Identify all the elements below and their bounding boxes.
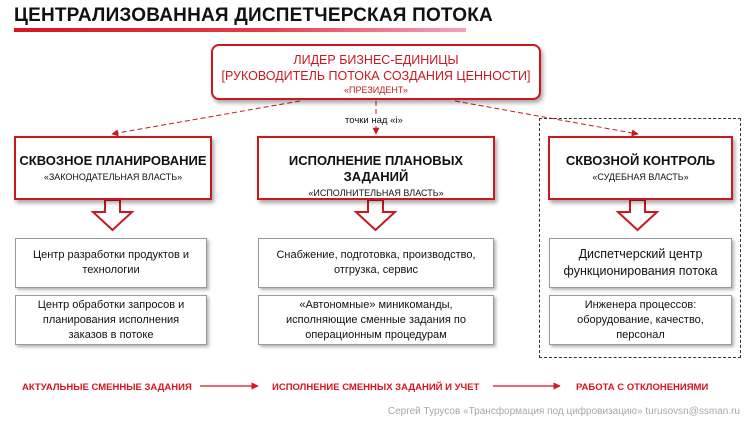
box-text: Инженера процессов: оборудование, качест… (577, 298, 704, 341)
control-box-dispatch: Диспетчерский центр функционирования пот… (549, 238, 732, 288)
page-title: ЦЕНТРАЛИЗОВАННАЯ ДИСПЕТЧЕРСКАЯ ПОТОКА (14, 5, 493, 26)
column-head-control: СКВОЗНОЙ КОНТРОЛЬ «СУДЕБНАЯ ВЛАСТЬ» (548, 136, 733, 200)
connector-left (111, 100, 301, 137)
footer-credit: Сергей Турусов «Трансформация под цифров… (387, 406, 740, 417)
column-heading: СКВОЗНОЙ КОНТРОЛЬ (565, 153, 716, 168)
column-subheading: «ЗАКОНОДАТЕЛЬНАЯ ВЛАСТЬ» (43, 172, 183, 182)
control-box-engineers: Инженера процессов: оборудование, качест… (549, 295, 732, 345)
box-text: Центр разработки продуктов и технологии (32, 249, 190, 276)
box-text: Диспетчерский центр функционирования пот… (563, 247, 718, 278)
column-subheading: «ИСПОЛНИТЕЛЬНАЯ ВЛАСТЬ» (308, 188, 444, 198)
execution-box-teams: «Автономные» миникоманды, исполняющие см… (258, 295, 494, 345)
connector-right (454, 100, 639, 137)
leader-box: ЛИДЕР БИЗНЕС-ЕДИНИЦЫ [РУКОВОДИТЕЛЬ ПОТОК… (211, 44, 541, 100)
planning-box-products: Центр разработки продуктов и технологии (15, 238, 207, 288)
connector-label: точки над «i» (343, 115, 405, 126)
flow-step-tasks: АКТУАЛЬНЫЕ СМЕННЫЕ ЗАДАНИЯ (22, 382, 192, 393)
execution-box-supply: Снабжение, подготовка, производство, отг… (258, 238, 494, 288)
title-underline (14, 28, 466, 32)
column-heading: ИСПОЛНЕНИЕ ПЛАНОВЫХ ЗАДАНИЙ (288, 153, 464, 184)
box-text: «Автономные» миникоманды, исполняющие см… (286, 298, 466, 341)
leader-nickname: «ПРЕЗИДЕНТ» (344, 85, 408, 95)
leader-role: [РУКОВОДИТЕЛЬ ПОТОКА СОЗДАНИЯ ЦЕННОСТИ] (221, 69, 531, 83)
column-subheading: «СУДЕБНАЯ ВЛАСТЬ» (592, 172, 689, 182)
flow-step-execution: ИСПОЛНЕНИЕ СМЕННЫХ ЗАДАНИЙ И УЧЕТ (272, 382, 480, 393)
column-head-execution: ИСПОЛНЕНИЕ ПЛАНОВЫХ ЗАДАНИЙ «ИСПОЛНИТЕЛЬ… (257, 136, 495, 200)
planning-box-orders: Центр обработки запросов и планирования … (15, 295, 207, 345)
down-arrow-right (615, 199, 660, 232)
box-text: Центр обработки запросов и планирования … (37, 298, 185, 341)
down-arrow-center (353, 199, 398, 232)
leader-title: ЛИДЕР БИЗНЕС-ЕДИНИЦЫ (293, 53, 459, 67)
box-text: Снабжение, подготовка, производство, отг… (276, 249, 476, 276)
down-arrow-left (90, 199, 135, 232)
column-heading: СКВОЗНОЕ ПЛАНИРОВАНИЕ (19, 153, 207, 168)
column-head-planning: СКВОЗНОЕ ПЛАНИРОВАНИЕ «ЗАКОНОДАТЕЛЬНАЯ В… (14, 136, 212, 200)
flow-step-deviations: РАБОТА С ОТКЛОНЕНИЯМИ (576, 382, 709, 393)
control-column-frame (539, 118, 741, 358)
